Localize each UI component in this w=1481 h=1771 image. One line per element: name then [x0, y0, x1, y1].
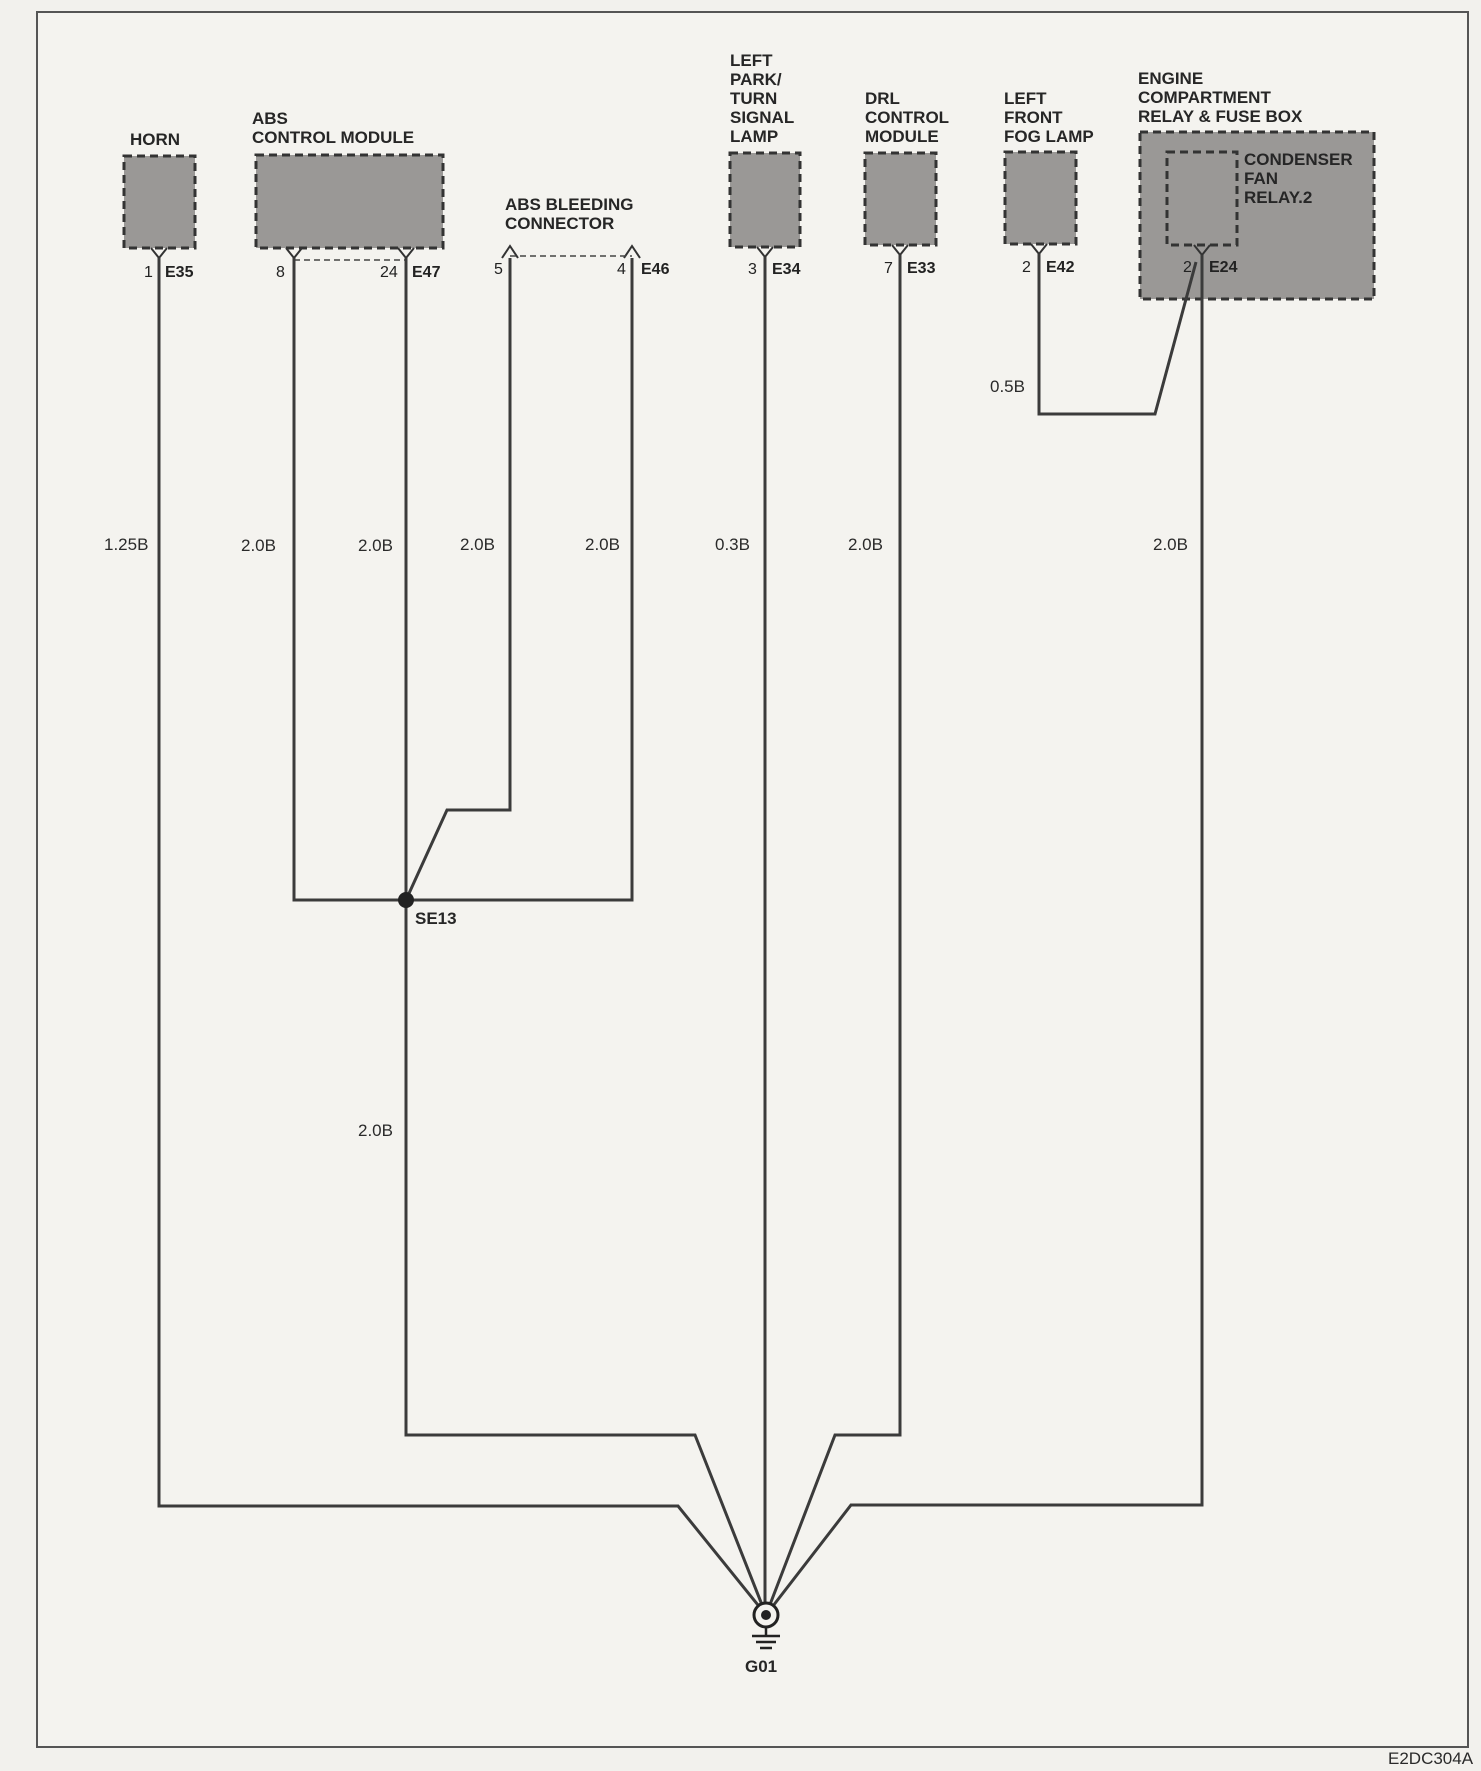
ground-g01-icon: [752, 1601, 780, 1650]
relay-wire: [764, 255, 1204, 1616]
wire-label-abs-24: 2.0B: [358, 536, 393, 555]
fog-title-2: FRONT: [1004, 108, 1063, 127]
horn-pin: 1: [144, 264, 153, 281]
abs-connector: E47: [412, 264, 441, 281]
relay-pin: 2: [1183, 259, 1192, 276]
splice-label: SE13: [415, 909, 457, 928]
horn-connector: E35: [165, 264, 194, 281]
engine-compartment-box: [1138, 130, 1376, 301]
wire-label-drl: 2.0B: [848, 535, 883, 554]
bleed-connector: E46: [641, 261, 670, 278]
wire-label-relay: 2.0B: [1153, 535, 1188, 554]
wire-label-splice-ground: 2.0B: [358, 1121, 393, 1140]
fog-title-1: LEFT: [1004, 89, 1047, 108]
park-turn-title-3: TURN: [730, 89, 777, 108]
wire-label-bleed-4: 2.0B: [585, 535, 620, 554]
drl-title-1: DRL: [865, 89, 900, 108]
horn-box: [122, 154, 197, 250]
wire-label-horn: 1.25B: [104, 535, 148, 554]
relay-title-3: RELAY.2: [1244, 188, 1312, 207]
relay-title-1: CONDENSER: [1244, 150, 1353, 169]
drl-title-2: CONTROL: [865, 108, 949, 127]
park-turn-title-5: LAMP: [730, 127, 778, 146]
relay-connector: E24: [1209, 259, 1238, 276]
park-turn-title-1: LEFT: [730, 51, 773, 70]
horn-title: HORN: [130, 130, 180, 149]
engine-title-3: RELAY & FUSE BOX: [1138, 107, 1303, 126]
fog-wire: [1037, 254, 1198, 416]
park-turn-connector: E34: [772, 261, 801, 278]
ground-label: G01: [745, 1657, 777, 1676]
abs-title-2: CONTROL MODULE: [252, 128, 414, 147]
engine-title-2: COMPARTMENT: [1138, 88, 1271, 107]
fog-title-3: FOG LAMP: [1004, 127, 1094, 146]
fog-pin: 2: [1022, 259, 1031, 276]
park-turn-title-4: SIGNAL: [730, 108, 794, 127]
bleed-pin-4: 4: [617, 261, 626, 278]
drl-wire: [764, 255, 902, 1616]
horn-wire: [157, 258, 768, 1616]
splice-se13-dot: [398, 892, 414, 908]
wire-label-fog: 0.5B: [990, 377, 1025, 396]
abs-title-1: ABS: [252, 109, 288, 128]
bleed-pin5-fork: [501, 244, 519, 259]
bleed-pin5-wire: [404, 258, 512, 901]
page-frame: [36, 11, 1469, 1748]
abs-pin-8: 8: [276, 264, 285, 281]
engine-title-1: ENGINE: [1138, 69, 1203, 88]
figure-code: E2DC304A: [1388, 1749, 1474, 1768]
wire-label-park-turn: 0.3B: [715, 535, 750, 554]
splice-to-ground-wire: [404, 900, 768, 1616]
park-turn-title-2: PARK/: [730, 70, 782, 89]
bleed-pin4-fork: [623, 244, 641, 259]
bleed-title-1: ABS BLEEDING: [505, 195, 633, 214]
drl-connector: E33: [907, 260, 936, 277]
left-park-turn-lamp-box: [728, 151, 802, 249]
park-turn-pin: 3: [748, 261, 757, 278]
drl-control-module-box: [863, 151, 938, 247]
drl-title-3: MODULE: [865, 127, 939, 146]
abs-pin-24: 24: [380, 264, 398, 281]
bleed-pin-5: 5: [494, 261, 503, 278]
wire-label-bleed-5: 2.0B: [460, 535, 495, 554]
abs-pin8-wire: [292, 258, 406, 902]
bleed-pin4-wire: [406, 258, 634, 902]
fog-connector: E42: [1046, 259, 1075, 276]
condenser-fan-relay-box: [1165, 150, 1239, 247]
abs-control-module-box: [254, 153, 445, 250]
relay-title-2: FAN: [1244, 169, 1278, 188]
drl-pin: 7: [884, 260, 893, 277]
bleed-title-2: CONNECTOR: [505, 214, 614, 233]
wire-label-abs-8: 2.0B: [241, 536, 276, 555]
left-front-fog-lamp-box: [1003, 150, 1078, 246]
